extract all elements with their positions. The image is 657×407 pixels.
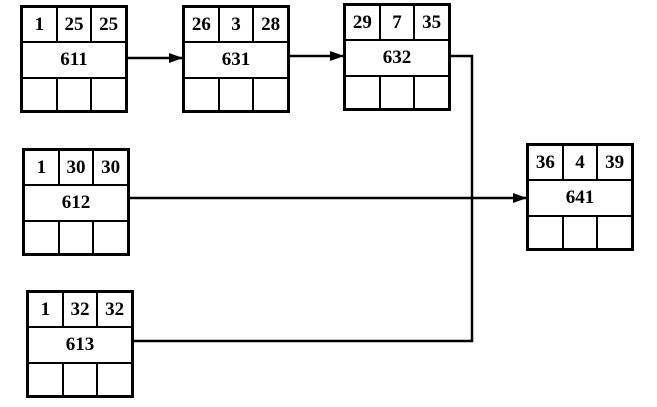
node-613-cell-3: 32 <box>96 293 131 326</box>
node-611-cell-2: 25 <box>55 8 91 41</box>
node-631-id: 631 <box>221 49 251 70</box>
node-612: 1 30 30 612 <box>22 148 130 256</box>
node-613-bottom-cell-3 <box>96 364 131 395</box>
node-632-cell-1: 29 <box>352 11 372 33</box>
node-613-bottom-cell-2 <box>61 364 97 395</box>
node-612-cell-3: 30 <box>92 151 127 184</box>
node-611-bottom-cell-3 <box>90 79 125 110</box>
node-612-bottom-cell-1 <box>25 222 58 253</box>
node-631-bottom-cell-2 <box>217 79 253 110</box>
node-631-bottom-cell-3 <box>252 79 287 110</box>
node-641: 36 4 39 641 <box>526 143 634 251</box>
node-641-id: 641 <box>565 187 595 208</box>
node-632: 29 7 35 632 <box>343 3 451 111</box>
node-612-bottom-cell-3 <box>92 222 127 253</box>
node-641-bottom-cell-1 <box>529 217 562 248</box>
node-612-id: 612 <box>61 192 91 213</box>
node-613-cell-1: 1 <box>40 298 51 320</box>
node-611-bottom-cell-2 <box>55 79 91 110</box>
node-613-cell-2: 32 <box>61 293 97 326</box>
node-632-bottom-cell-2 <box>378 77 414 108</box>
node-632-id: 632 <box>382 47 412 68</box>
node-631-cell-2: 3 <box>217 8 253 41</box>
node-641-cell-2: 4 <box>561 146 597 179</box>
node-611-cell-3: 25 <box>90 8 125 41</box>
node-632-cell-2: 7 <box>378 6 414 39</box>
node-631-cell-1: 26 <box>191 13 211 35</box>
node-611: 1 25 25 611 <box>20 5 128 113</box>
node-631-cell-3: 28 <box>252 8 287 41</box>
node-631: 26 3 28 631 <box>182 5 290 113</box>
node-611-id: 611 <box>60 49 88 70</box>
node-631-bottom-cell-1 <box>185 79 218 110</box>
node-641-cell-3: 39 <box>596 146 631 179</box>
node-613-id: 613 <box>65 334 95 355</box>
node-611-bottom-cell-1 <box>23 79 56 110</box>
node-612-cell-1: 1 <box>36 156 47 178</box>
node-611-cell-1: 1 <box>34 13 45 35</box>
node-632-cell-3: 35 <box>413 6 448 39</box>
node-612-cell-2: 30 <box>57 151 93 184</box>
node-612-bottom-cell-2 <box>57 222 93 253</box>
node-632-bottom-cell-3 <box>413 77 448 108</box>
node-641-bottom-cell-2 <box>561 217 597 248</box>
node-613-bottom-cell-1 <box>29 364 62 395</box>
node-613: 1 32 32 613 <box>26 290 134 398</box>
node-641-bottom-cell-3 <box>596 217 631 248</box>
node-641-cell-1: 36 <box>535 151 555 173</box>
node-632-bottom-cell-1 <box>346 77 379 108</box>
